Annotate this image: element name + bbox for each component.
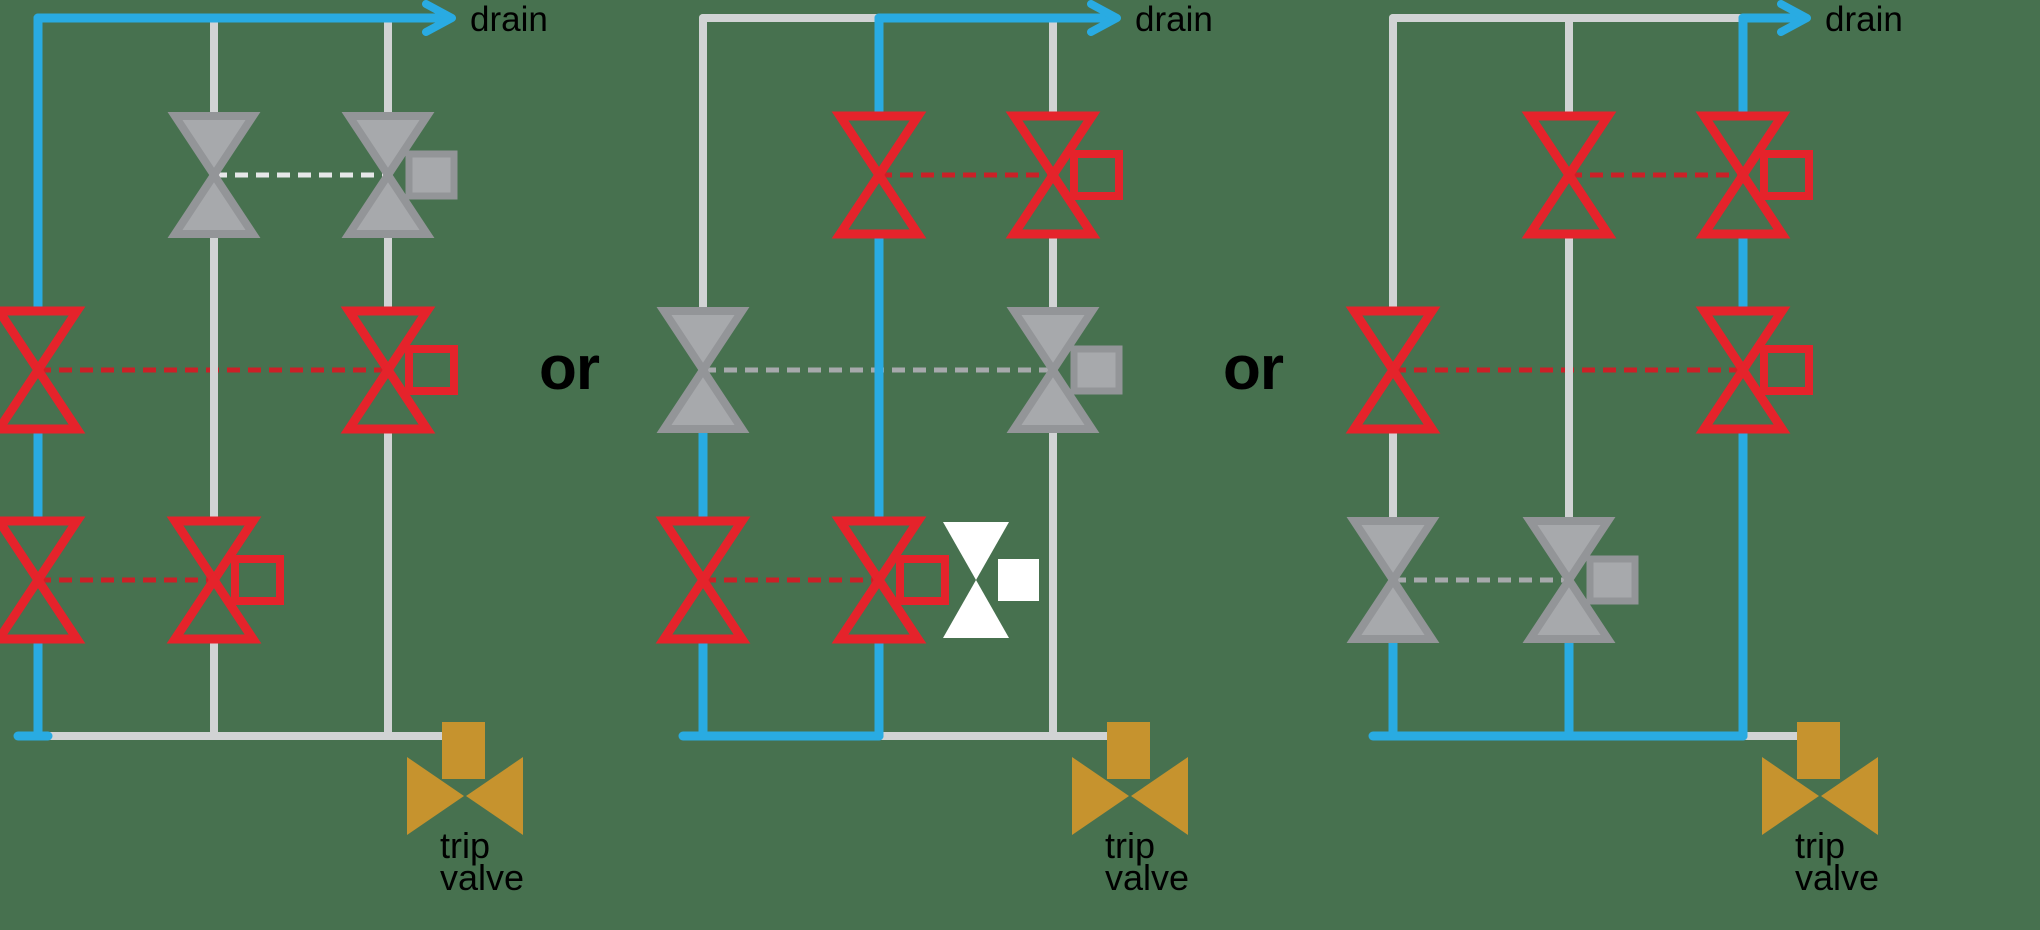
drain-arrow-icon: [1777, 0, 1811, 36]
trip-valve-left-triangle: [1762, 757, 1819, 835]
red-valve-middle-bottom: [831, 516, 949, 644]
valve-lower-triangle: [656, 362, 750, 433]
valve-upper-triangle: [1522, 517, 1616, 588]
trip-valve-stem: [442, 722, 485, 779]
valve-upper-triangle: [166, 516, 262, 589]
trip-valve-right-triangle: [466, 757, 523, 835]
drain-arrow-icon: [1087, 0, 1121, 36]
gray-valve-right-middle: [1006, 307, 1123, 433]
red-actuator-square: [405, 345, 458, 395]
valve-upper-triangle: [1521, 111, 1617, 184]
trip-valve-stem: [1107, 722, 1150, 779]
drain-label: drain: [1135, 0, 1213, 39]
valve-lower-triangle: [167, 167, 261, 238]
red-valve-right-top: [1005, 111, 1123, 239]
white-actuator-square: [998, 559, 1039, 601]
gray-valve-left-middle: [656, 307, 750, 433]
red-valve-left-bottom: [0, 516, 86, 644]
valve-lower-triangle: [831, 166, 927, 239]
gray-valve-middle-bottom: [1522, 517, 1639, 643]
valve-upper-triangle: [1346, 517, 1440, 588]
valve-lower-triangle: [943, 580, 1009, 638]
red-actuator-square: [1760, 150, 1813, 200]
red-valve-left-middle: [0, 306, 86, 434]
red-valve-left-middle: [1345, 306, 1441, 434]
valve-upper-triangle: [0, 306, 86, 379]
trip-valve-label-line1: trip: [1105, 825, 1155, 866]
trip-valve-right-triangle: [1131, 757, 1188, 835]
valve-lower-triangle: [166, 571, 262, 644]
trip-valve-symbol: [1072, 722, 1188, 835]
trip-valve-right-triangle: [1821, 757, 1878, 835]
valve-lower-triangle: [1522, 572, 1616, 643]
valve-upper-triangle: [340, 306, 436, 379]
valve-lower-triangle: [0, 361, 86, 434]
red-valve-left-bottom: [655, 516, 751, 644]
valve-upper-triangle: [0, 516, 86, 589]
gray-actuator-square: [1586, 555, 1639, 605]
valve-lower-triangle: [1005, 166, 1101, 239]
drain-arrow-icon: [422, 0, 456, 36]
valve-upper-triangle: [831, 111, 927, 184]
valve-upper-triangle: [943, 522, 1009, 580]
valve-upper-triangle: [1005, 111, 1101, 184]
red-valve-middle-top: [1521, 111, 1617, 239]
valve-upper-triangle: [655, 516, 751, 589]
trip-valve-label-line1: trip: [1795, 825, 1845, 866]
gray-valve-right-top: [341, 112, 458, 238]
trip-valve-label-line2: valve: [1795, 857, 1879, 898]
drain-label: drain: [470, 0, 548, 39]
trip-valve-left-triangle: [407, 757, 464, 835]
drain-label: drain: [1825, 0, 1903, 39]
red-valve-right-top: [1695, 111, 1813, 239]
valve-upper-triangle: [656, 307, 750, 378]
trip-valve-label-line2: valve: [1105, 857, 1189, 898]
gray-actuator-square: [405, 150, 458, 200]
trip-valve-symbol: [407, 722, 523, 835]
valve-lower-triangle: [341, 167, 435, 238]
white-valve-aux-bottom: [943, 522, 1039, 638]
valve-upper-triangle: [1345, 306, 1441, 379]
red-valve-right-middle: [340, 306, 458, 434]
valve-lower-triangle: [655, 571, 751, 644]
gray-actuator-square: [1070, 345, 1123, 395]
valve-upper-triangle: [831, 516, 927, 589]
valve-lower-triangle: [0, 571, 86, 644]
valve-upper-triangle: [341, 112, 435, 183]
valve-lower-triangle: [1345, 361, 1441, 434]
red-actuator-square: [1760, 345, 1813, 395]
valve-upper-triangle: [1006, 307, 1100, 378]
trip-valve-symbol: [1762, 722, 1878, 835]
valve-lower-triangle: [1521, 166, 1617, 239]
valve-upper-triangle: [1695, 111, 1791, 184]
valve-lower-triangle: [340, 361, 436, 434]
valve-upper-triangle: [167, 112, 261, 183]
valve-lower-triangle: [1695, 361, 1791, 434]
valve-lower-triangle: [1346, 572, 1440, 643]
or-separator-label: or: [1223, 334, 1284, 403]
red-valve-middle-top: [831, 111, 927, 239]
valve-lower-triangle: [1695, 166, 1791, 239]
valve-lower-triangle: [831, 571, 927, 644]
valve-lower-triangle: [1006, 362, 1100, 433]
gray-valve-left-bottom: [1346, 517, 1440, 643]
red-valve-middle-bottom: [166, 516, 284, 644]
red-actuator-square: [1070, 150, 1123, 200]
trip-valve-stem: [1797, 722, 1840, 779]
gray-valve-middle-top: [167, 112, 261, 238]
trip-valve-label-line1: trip: [440, 825, 490, 866]
red-actuator-square: [231, 555, 284, 605]
trip-valve-label-line2: valve: [440, 857, 524, 898]
red-valve-right-middle: [1695, 306, 1813, 434]
trip-valve-left-triangle: [1072, 757, 1129, 835]
red-actuator-square: [896, 555, 949, 605]
valve-upper-triangle: [1695, 306, 1791, 379]
or-separator-label: or: [539, 334, 600, 403]
